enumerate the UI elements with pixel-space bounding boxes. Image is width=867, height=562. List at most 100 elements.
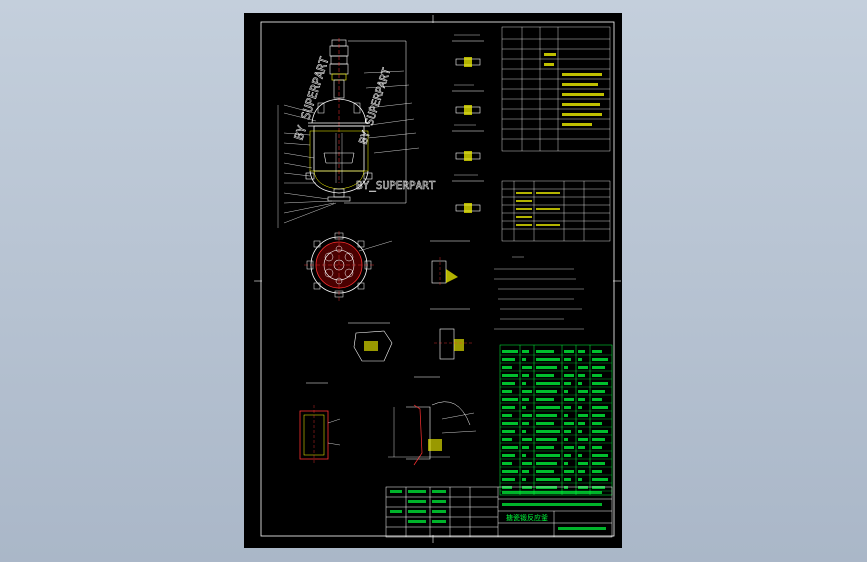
parts-row-cell xyxy=(564,462,568,465)
parts-row-cell xyxy=(578,422,585,425)
parts-row-cell xyxy=(578,350,585,353)
parts-row-cell xyxy=(578,406,582,409)
parts-row-cell xyxy=(578,446,585,449)
parts-row-cell xyxy=(522,454,526,457)
drawing-sheet[interactable]: BY SUPERPART BY SUPERPART BY_SUPERPART xyxy=(244,13,622,548)
parts-row-cell xyxy=(536,398,554,401)
parts-row-cell xyxy=(536,390,557,393)
design-parameters-table xyxy=(501,26,611,152)
parts-row-cell xyxy=(592,366,605,369)
parts-row-cell xyxy=(536,414,557,417)
parts-row-cell xyxy=(592,462,605,465)
parts-row-cell xyxy=(564,414,568,417)
parts-row-cell xyxy=(592,406,608,409)
parts-row-cell xyxy=(536,478,560,481)
parts-row-cell xyxy=(564,454,571,457)
parts-row-cell xyxy=(564,382,571,385)
parts-row-cell xyxy=(502,358,515,361)
parts-row-cell xyxy=(592,398,602,401)
parts-row-cell xyxy=(564,478,571,481)
parts-row-cell xyxy=(522,366,532,369)
watermark-text: BY_SUPERPART xyxy=(356,179,436,192)
parts-row-cell xyxy=(522,430,526,433)
parts-row-cell xyxy=(536,454,560,457)
parts-row-cell xyxy=(592,438,605,441)
parts-row-cell xyxy=(502,446,518,449)
watermark-text: BY SUPERPART xyxy=(292,55,332,142)
parts-row-cell xyxy=(592,358,608,361)
parts-list-table xyxy=(499,344,613,496)
cad-drawing-canvas[interactable]: BY SUPERPART BY SUPERPART BY_SUPERPART xyxy=(244,13,622,548)
parts-row-cell xyxy=(564,374,574,377)
parts-row-cell xyxy=(536,406,560,409)
parts-row-cell xyxy=(502,422,518,425)
parts-row-cell xyxy=(578,438,588,441)
parts-row-cell xyxy=(578,414,588,417)
drawing-title: 搪瓷锻反应釜 xyxy=(506,513,548,522)
parts-row-cell xyxy=(592,478,608,481)
parts-row-cell xyxy=(522,374,529,377)
parts-row-cell xyxy=(502,462,512,465)
parts-row-cell xyxy=(592,422,602,425)
parts-row-cell xyxy=(592,454,608,457)
parts-row-cell xyxy=(502,390,512,393)
parts-row-cell xyxy=(578,390,588,393)
nozzle-table-marks xyxy=(516,192,560,226)
parts-row-cell xyxy=(522,358,526,361)
parts-row-cell xyxy=(592,446,602,449)
parts-row-cell xyxy=(592,414,605,417)
parts-row-cell xyxy=(564,486,568,489)
parts-row-cell xyxy=(592,390,605,393)
parts-row-cell xyxy=(502,366,512,369)
parts-row-cell xyxy=(522,478,526,481)
parts-row-cell xyxy=(578,478,582,481)
parts-row-cell xyxy=(522,414,532,417)
parts-row-cell xyxy=(502,398,518,401)
parts-row-cell xyxy=(564,470,574,473)
parts-row-cell xyxy=(522,438,532,441)
parts-row-cell xyxy=(536,470,554,473)
parts-row-cell xyxy=(536,438,557,441)
parts-row-cell xyxy=(564,366,568,369)
parts-row-cell xyxy=(578,382,582,385)
parts-row-cell xyxy=(502,414,512,417)
parts-row-cell xyxy=(578,486,588,489)
parts-row-cell xyxy=(578,358,582,361)
parts-row-cell xyxy=(564,422,574,425)
parts-row-cell xyxy=(522,446,529,449)
watermark-text: BY SUPERPART xyxy=(356,66,393,146)
nozzle-table xyxy=(501,180,611,242)
parts-row-cell xyxy=(502,478,515,481)
parts-row-cell xyxy=(564,350,574,353)
parts-row-cell xyxy=(536,374,554,377)
parts-row-cell xyxy=(536,366,557,369)
parts-row-cell xyxy=(536,358,560,361)
flange-top-view-drawing xyxy=(304,231,393,303)
parts-row-cell xyxy=(592,382,608,385)
parts-row-cell xyxy=(564,358,571,361)
parts-row-cell xyxy=(536,446,554,449)
design-parameters-table-marks xyxy=(544,53,604,126)
parts-row-cell xyxy=(522,398,529,401)
parts-row-cell xyxy=(502,454,515,457)
parts-row-cell xyxy=(522,422,529,425)
parts-row-cell xyxy=(536,382,560,385)
parts-row-cell xyxy=(502,430,515,433)
parts-row-cell xyxy=(564,438,568,441)
parts-row-cell xyxy=(536,422,554,425)
parts-row-cell xyxy=(522,382,526,385)
parts-row-cell xyxy=(522,462,532,465)
parts-row-cell xyxy=(578,470,585,473)
parts-row-cell xyxy=(578,454,582,457)
parts-row-cell xyxy=(502,382,515,385)
parts-row-cell xyxy=(536,486,557,489)
parts-row-cell xyxy=(578,374,585,377)
parts-row-cell xyxy=(592,350,602,353)
parts-row-cell xyxy=(502,374,518,377)
parts-row-cell xyxy=(592,374,602,377)
parts-row-cell xyxy=(502,350,518,353)
parts-row-cell xyxy=(578,398,585,401)
parts-row-cell xyxy=(564,398,574,401)
parts-row-cell xyxy=(522,390,532,393)
parts-row-cell xyxy=(564,430,571,433)
